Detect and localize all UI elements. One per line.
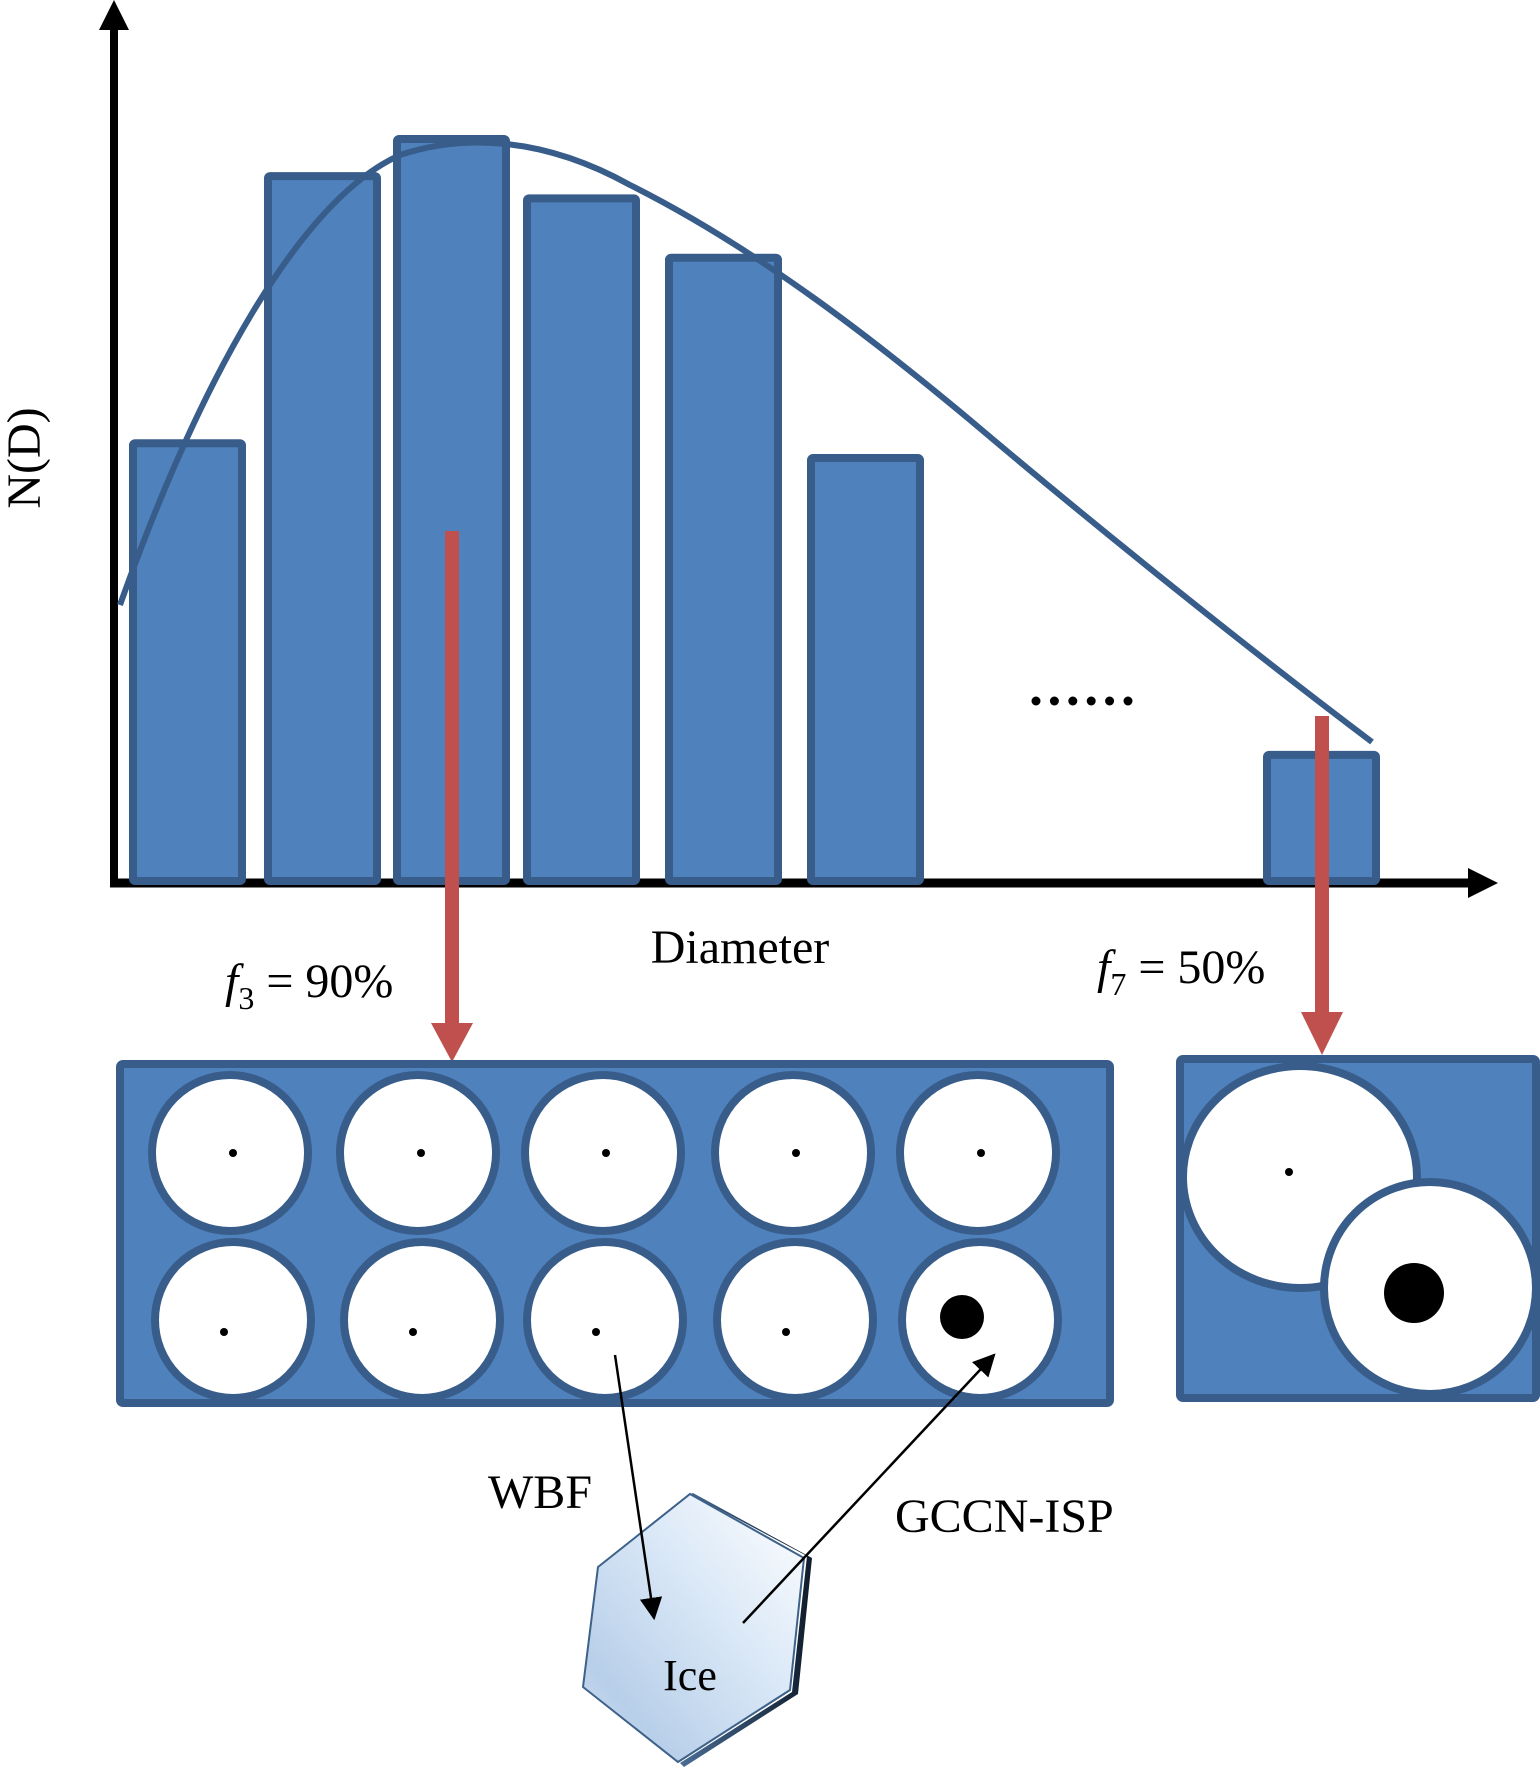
bar-bin-2: [264, 172, 381, 886]
f7-subscript: 7: [1110, 966, 1126, 1002]
nucleus-small: [220, 1328, 228, 1336]
ice-crystal: Ice: [581, 1492, 812, 1767]
red-arrow-bin7: [1301, 716, 1343, 1055]
f7-value: = 50%: [1126, 941, 1265, 994]
droplet: [340, 1238, 504, 1402]
ellipsis-dot: [1105, 696, 1115, 706]
bin3-droplet-box: [116, 1060, 1114, 1407]
size-distribution-curve: [117, 139, 1374, 745]
bar-bin-5: [665, 253, 782, 886]
nucleus-small: [592, 1328, 600, 1336]
bar-bin-4: [523, 194, 640, 886]
ellipsis-dot: [1086, 696, 1096, 706]
x-axis-arrowhead: [1468, 868, 1498, 898]
bar-bin-1: [129, 439, 246, 885]
x-axis-label: Diameter: [651, 921, 830, 974]
nucleus-large: [940, 1295, 984, 1339]
nucleus-small: [792, 1149, 800, 1157]
ellipsis-dot: [1049, 696, 1059, 706]
f7-label: f7 = 50%: [1097, 941, 1265, 1002]
nucleus-small: [229, 1149, 237, 1157]
y-axis-label: N(D): [0, 407, 51, 508]
f3-subscript: 3: [238, 980, 254, 1016]
ellipsis-dot: [1123, 696, 1133, 706]
gccn-isp-label: GCCN-ISP: [895, 1490, 1114, 1543]
nucleus-small: [977, 1149, 985, 1157]
ice-label: Ice: [663, 1651, 717, 1700]
wbf-arrow: [613, 1354, 663, 1621]
f3-value: = 90%: [254, 955, 393, 1008]
ice-crystal-face: [581, 1492, 806, 1764]
nucleus-small: [417, 1149, 425, 1157]
droplet: [151, 1238, 315, 1402]
gccn-isp-arrow: [742, 1353, 996, 1624]
f3-label: f3 = 90%: [225, 955, 393, 1016]
droplet: [713, 1238, 877, 1402]
bin7-droplet-box: [1176, 1055, 1540, 1402]
red-arrow-bin3: [431, 531, 473, 1062]
y-axis-arrowhead: [99, 0, 129, 30]
ellipsis-dots: [1031, 696, 1133, 706]
histogram-bars: [129, 135, 1380, 886]
bin3-droplets: [148, 1071, 1062, 1402]
nucleus-small: [409, 1328, 417, 1336]
nucleus-small: [1285, 1168, 1293, 1176]
nucleus-small: [602, 1149, 610, 1157]
bar-bin-6: [807, 454, 924, 885]
ellipsis-dot: [1031, 696, 1041, 706]
ellipsis-dot: [1068, 696, 1078, 706]
wbf-label: WBF: [488, 1466, 592, 1519]
droplet: [523, 1238, 687, 1402]
nucleus-small: [782, 1328, 790, 1336]
nucleus-large: [1384, 1263, 1444, 1323]
